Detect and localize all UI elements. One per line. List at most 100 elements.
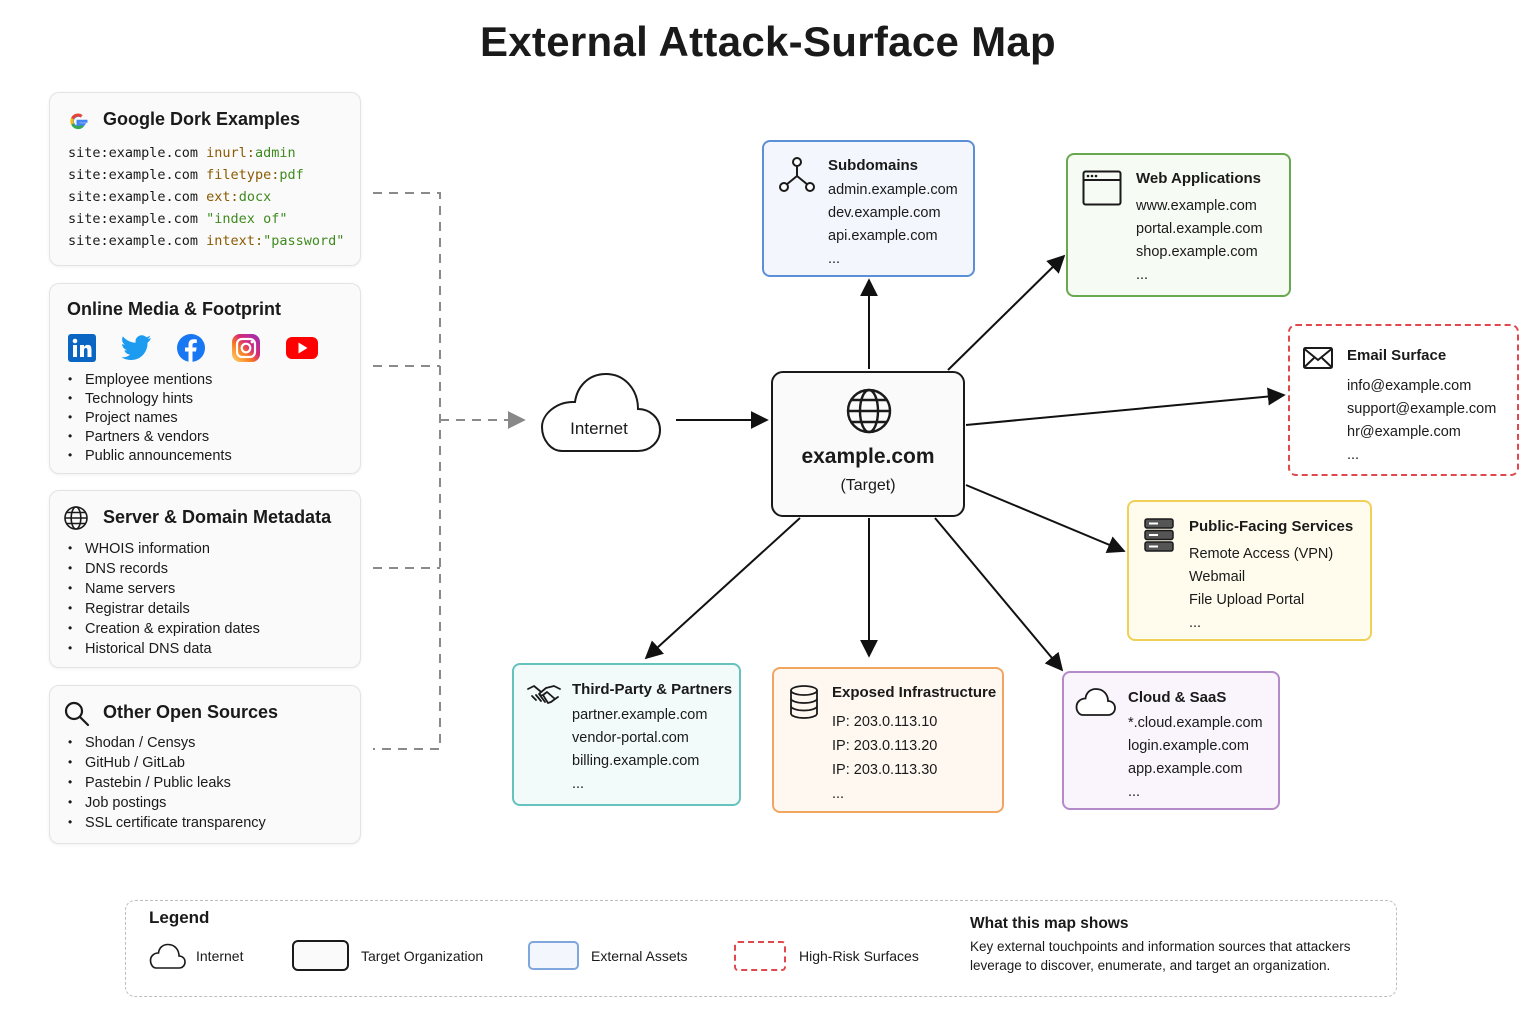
server-metadata-panel: Server & Domain Metadata WHOIS informati… (49, 490, 361, 668)
youtube-icon (286, 337, 318, 359)
google-icon (70, 113, 88, 130)
list-item: SSL certificate transparency (68, 815, 266, 835)
list-item: Shodan / Censys (68, 735, 266, 755)
subdomains-node: Subdomains admin.example.com dev.example… (762, 140, 975, 277)
arrow-to-email (965, 387, 1286, 426)
public-services-list: Remote Access (VPN) Webmail File Upload … (1189, 546, 1333, 638)
web-apps-title: Web Applications (1136, 170, 1262, 187)
list-item: www.example.com (1136, 198, 1257, 214)
online-media-panel: Online Media & Footprint Employee mentio… (49, 283, 361, 474)
legend-about-text: leverage to discover, enumerate, and tar… (970, 958, 1331, 973)
google-dork-title: Google Dork Examples (103, 109, 301, 129)
google-dork-panel: Google Dork Examples site:example.com in… (49, 92, 361, 266)
server-icon (1144, 518, 1174, 552)
list-item: Public announcements (68, 448, 232, 467)
subdomains-list: admin.example.com dev.example.com api.ex… (828, 182, 958, 274)
arrow-to-public-services (965, 484, 1126, 554)
legend-title: Legend (149, 908, 210, 927)
list-item: partner.example.com (572, 707, 708, 723)
online-media-title: Online Media & Footprint (67, 299, 281, 319)
online-media-list: Employee mentions Technology hints Proje… (68, 372, 232, 467)
third-party-node: Third-Party & Partners partner.example.c… (512, 663, 741, 806)
osint-bracket (373, 192, 526, 750)
email-list: info@example.com support@example.com hr@… (1347, 378, 1496, 470)
legend-high-risk-label: High-Risk Surfaces (799, 948, 919, 964)
list-item: File Upload Portal (1189, 592, 1305, 608)
dork-list: site:example.com inurl:admin site:exampl… (68, 145, 344, 255)
dork-line: site:example.com ext:docx (68, 189, 272, 205)
cloud-list: *.cloud.example.com login.example.com ap… (1128, 715, 1263, 807)
legend-internet-label: Internet (196, 948, 244, 964)
list-item: portal.example.com (1136, 221, 1263, 237)
infrastructure-list: IP: 203.0.113.10 IP: 203.0.113.20 IP: 20… (832, 714, 937, 810)
legend-cloud-icon (149, 943, 186, 969)
dork-line: site:example.com filetype:pdf (68, 167, 304, 183)
dork-line: site:example.com intext:"password" (68, 233, 345, 249)
list-item: Historical DNS data (68, 641, 260, 661)
server-metadata-title: Server & Domain Metadata (103, 507, 332, 527)
facebook-icon (177, 334, 205, 362)
cloud-title: Cloud & SaaS (1128, 689, 1227, 706)
list-item: Pastebin / Public leaks (68, 775, 266, 795)
legend: Legend Internet Target Organization Exte… (125, 900, 1397, 997)
envelope-icon (1303, 347, 1333, 369)
list-item: ... (1128, 784, 1141, 800)
twitter-icon (121, 335, 151, 360)
subdomains-title: Subdomains (828, 157, 919, 174)
public-services-node: Public-Facing Services Remote Access (VP… (1127, 500, 1372, 641)
target-subtitle: (Target) (840, 477, 896, 494)
legend-external-label: External Assets (591, 948, 688, 964)
list-item: *.cloud.example.com (1128, 715, 1263, 731)
list-item: GitHub / GitLab (68, 755, 266, 775)
legend-external-swatch (528, 941, 579, 970)
list-item: api.example.com (828, 228, 938, 244)
list-item: Registrar details (68, 601, 260, 621)
target-node: example.com (Target) (771, 371, 965, 517)
legend-about-text: Key external touchpoints and information… (970, 939, 1351, 954)
list-item: WHOIS information (68, 541, 260, 561)
other-sources-list: Shodan / Censys GitHub / GitLab Pastebin… (68, 735, 266, 835)
handshake-icon (527, 685, 561, 704)
list-item: IP: 203.0.113.30 (832, 762, 938, 778)
linkedin-icon (68, 334, 96, 362)
public-services-title: Public-Facing Services (1189, 518, 1354, 535)
list-item: IP: 203.0.113.20 (832, 738, 938, 754)
legend-high-risk-swatch (734, 941, 786, 971)
legend-about-title: What this map shows (970, 915, 1129, 932)
internet-label: Internet (570, 419, 628, 438)
list-item: ... (832, 786, 845, 802)
list-item: shop.example.com (1136, 244, 1258, 260)
web-apps-list: www.example.com portal.example.com shop.… (1136, 198, 1263, 290)
list-item: app.example.com (1128, 761, 1243, 777)
nodes-icon (779, 157, 815, 192)
list-item: ... (1136, 267, 1149, 283)
list-item: support@example.com (1347, 401, 1497, 417)
cloud-icon (1075, 688, 1116, 716)
instagram-icon (232, 334, 260, 362)
other-sources-panel: Other Open Sources Shodan / Censys GitHu… (49, 685, 361, 844)
list-item: vendor-portal.com (572, 730, 689, 746)
list-item: Employee mentions (68, 372, 232, 391)
page-title: External Attack-Surface Map (479, 18, 1057, 65)
list-item: ... (1347, 447, 1360, 463)
globe-icon (64, 506, 88, 530)
list-item: Name servers (68, 581, 260, 601)
list-item: Webmail (1189, 569, 1246, 585)
list-item: Job postings (68, 795, 266, 815)
list-item: Technology hints (68, 391, 232, 410)
list-item: Creation & expiration dates (68, 621, 260, 641)
internet-cloud-icon (540, 372, 662, 452)
list-item: info@example.com (1347, 378, 1472, 394)
legend-target-swatch (292, 940, 349, 971)
list-item: billing.example.com (572, 753, 700, 769)
infrastructure-title: Exposed Infrastructure (832, 684, 997, 701)
list-item: hr@example.com (1347, 424, 1461, 440)
list-item: dev.example.com (828, 205, 941, 221)
list-item: Project names (68, 410, 232, 429)
globe-icon (846, 388, 892, 434)
infrastructure-node: Exposed Infrastructure IP: 203.0.113.10 … (772, 667, 1004, 813)
dork-line: site:example.com "index of" (68, 211, 288, 227)
web-apps-node: Web Applications www.example.com portal.… (1066, 153, 1291, 297)
database-icon (790, 685, 818, 719)
arrow-to-cloud (934, 517, 1064, 672)
